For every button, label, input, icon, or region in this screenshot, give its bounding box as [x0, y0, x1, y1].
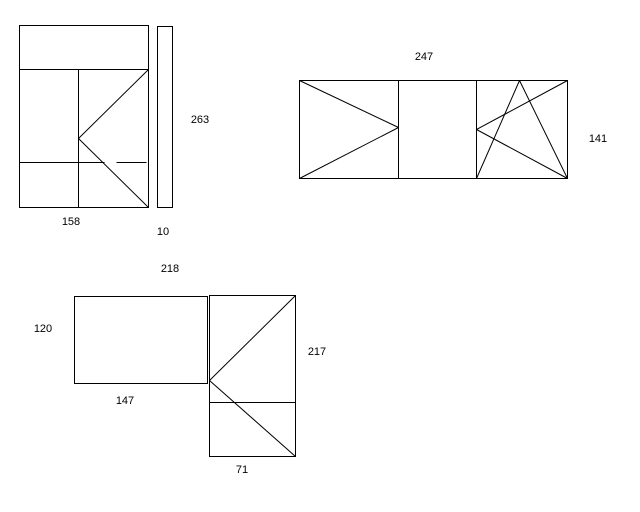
panel-c-left-width-label: 147 [116, 395, 134, 407]
panel-a-diagonal-upper [78, 69, 149, 139]
panel-c-diagonal-lower [209, 380, 296, 457]
panel-a-height-label: 263 [191, 114, 209, 126]
panel-b: 247 141 [299, 51, 607, 179]
panel-a-width-label: 158 [62, 216, 80, 228]
panel-b-height-label: 141 [589, 133, 607, 145]
panel-a-diagonal-lower [78, 138, 149, 208]
panel-b-width-label: 247 [415, 51, 433, 63]
panel-c-left-rect [74, 296, 208, 384]
panel-b-peak-left-leg [476, 80, 520, 179]
panel-c: 218 120 147 217 71 [34, 263, 326, 476]
panel-b-left-diagonal-lower [299, 127, 399, 179]
panel-a-side-strip [157, 26, 173, 208]
panel-a-strip-width-label: 10 [157, 226, 169, 238]
panel-c-total-width-label: 218 [161, 263, 179, 275]
panel-b-right-diagonal-upper [476, 80, 568, 130]
panel-b-left-diagonal-upper [299, 80, 399, 128]
panel-b-peak-right-leg [519, 80, 568, 179]
panel-c-right-rect [209, 295, 296, 457]
panel-c-right-width-label: 71 [236, 464, 248, 476]
panel-b-outline [299, 80, 568, 179]
panel-c-right-height-label: 217 [308, 346, 326, 358]
panel-b-right-diagonal-lower [476, 129, 568, 179]
panel-a-outline [19, 25, 149, 208]
panel-c-left-height-label: 120 [34, 323, 52, 335]
panel-a: 158 263 10 [19, 25, 209, 238]
panel-c-diagonal-upper [209, 295, 296, 381]
